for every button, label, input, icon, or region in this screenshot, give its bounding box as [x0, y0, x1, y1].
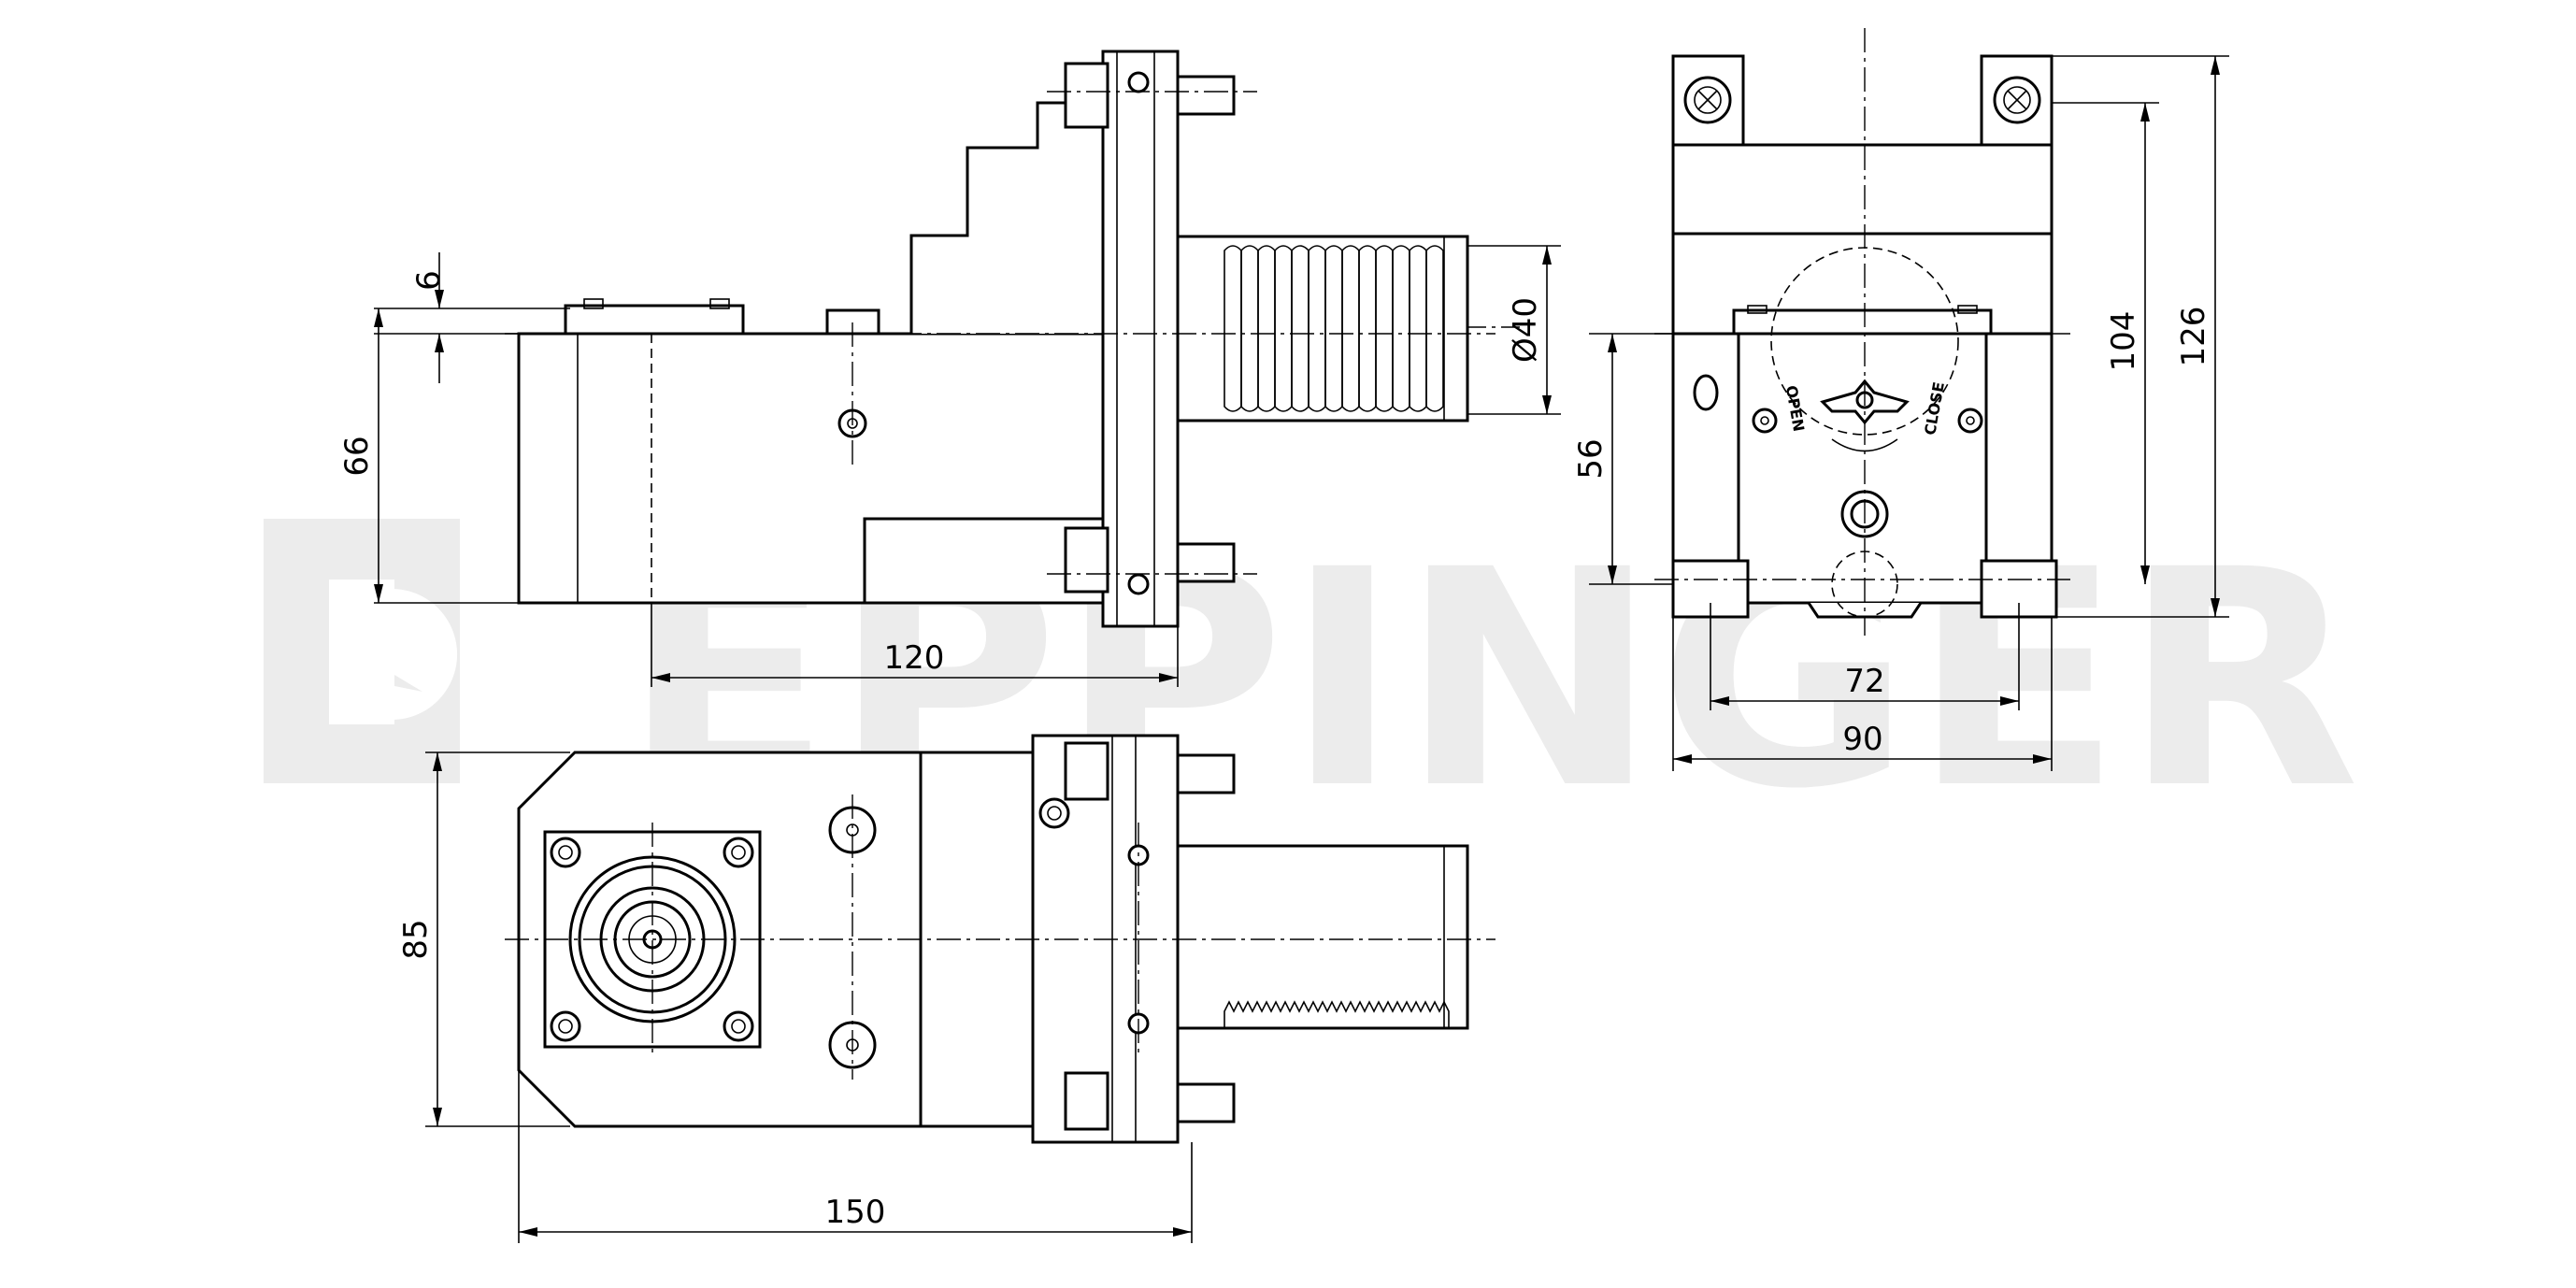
side-view-dimensions: 6 66 120 Ø40: [338, 245, 1561, 687]
dim-66: 66: [338, 436, 376, 476]
rack-teeth: [1224, 1000, 1450, 1028]
dim-126: 126: [2175, 307, 2212, 367]
shank-serrations: [1224, 245, 1444, 412]
top-flange-screw: [1038, 797, 1070, 829]
dim-85: 85: [397, 919, 435, 959]
rack-tooth-profile: [1224, 1000, 1450, 1028]
shank: [1176, 235, 1469, 422]
dim-150: 150: [825, 1194, 886, 1231]
top-view-dimensions: 85 150: [397, 751, 1193, 1243]
dim-72: 72: [1844, 663, 1884, 700]
dim-56: 56: [1572, 438, 1610, 479]
end-oval-slot: [1693, 374, 1719, 411]
end-view-dimensions: 56 104 126 72 90: [1572, 55, 2229, 771]
collet-corner-screws: [550, 837, 754, 1042]
dim-dia-40: Ø40: [1507, 297, 1544, 363]
dim-6: 6: [410, 270, 448, 291]
flange-screw-bottom: [1127, 573, 1150, 595]
flange: [1101, 50, 1180, 628]
dim-120: 120: [884, 639, 945, 677]
serration: [1425, 245, 1444, 412]
stepped-profile: [909, 101, 1105, 334]
dim-90: 90: [1842, 721, 1882, 758]
flange-screw-top: [1127, 71, 1150, 93]
dim-104: 104: [2105, 311, 2142, 372]
side-view: [505, 50, 1524, 628]
end-view: OPEN CLOSE: [1654, 28, 2070, 636]
eppinger-logo-mark: [264, 519, 460, 783]
top-view: [505, 734, 1496, 1144]
